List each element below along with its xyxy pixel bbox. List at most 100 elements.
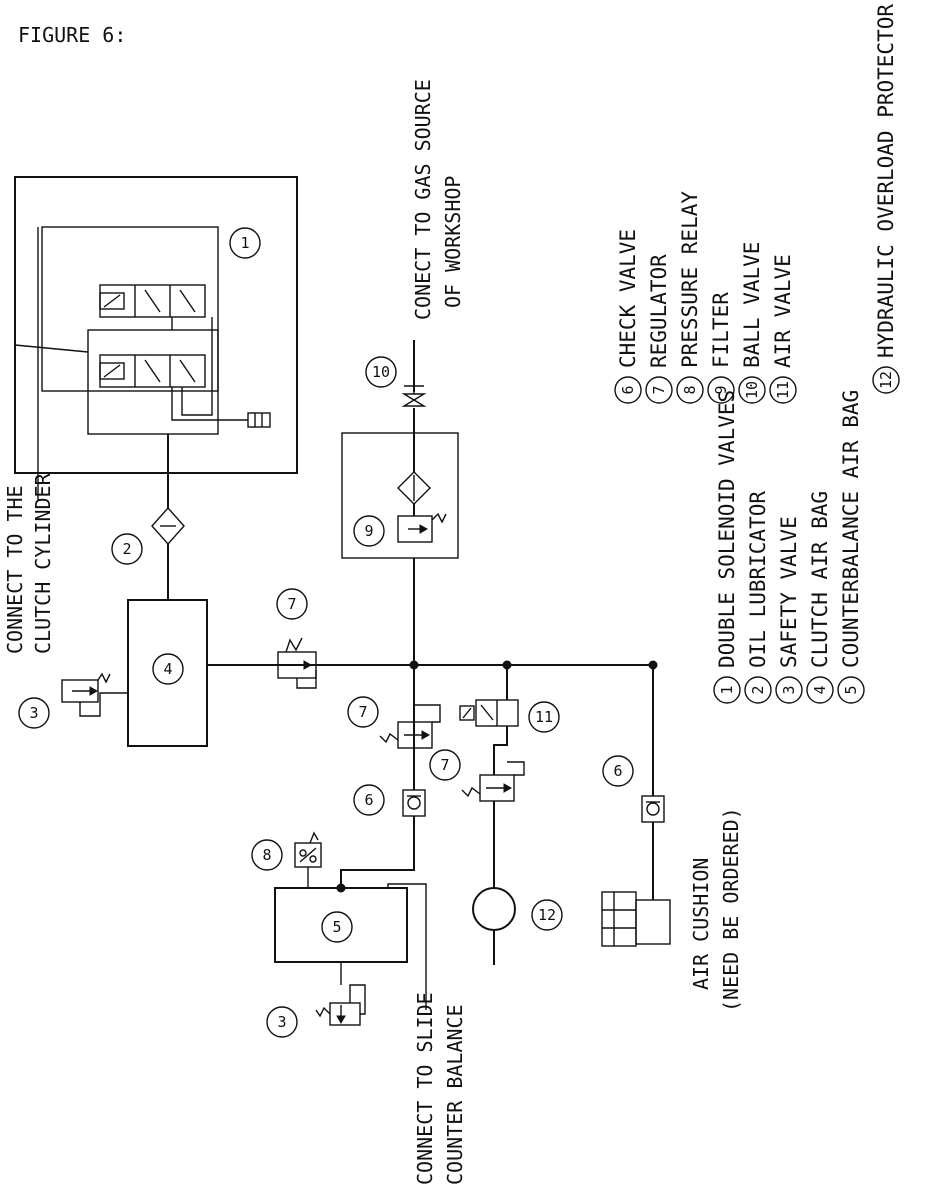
- callout-circle: [251, 839, 283, 871]
- air-cushion-icon: [601, 891, 671, 947]
- legend-number-circle: [676, 376, 704, 404]
- legend-number: 7: [650, 385, 668, 394]
- legend-number-circle: [872, 366, 900, 394]
- legend-text: FILTER: [709, 292, 733, 368]
- safety-valve-upper-icon: [61, 672, 128, 717]
- legend-number-circle: [744, 676, 772, 704]
- callout-circle: [266, 1006, 298, 1038]
- legend-number-circle: [645, 376, 673, 404]
- callout-circle: [429, 749, 461, 781]
- legend-number: 1: [718, 685, 736, 694]
- callout-7-pump: 7: [440, 756, 449, 774]
- callout-circle: [276, 588, 308, 620]
- legend-number: 9: [712, 385, 730, 394]
- legend-text: CLUTCH AIR BAG: [808, 491, 832, 668]
- legend-text: CHECK VALVE: [616, 229, 640, 368]
- callout-circle: [111, 533, 143, 565]
- legend-number: 11: [774, 381, 792, 399]
- gas-note-line2: OF WORKSHOP: [441, 176, 465, 308]
- callout-circle: [353, 515, 385, 547]
- double-solenoid-valve-enclosure: [14, 176, 298, 474]
- air-valve-icon: [459, 699, 519, 727]
- callout-2: 2: [122, 540, 131, 558]
- legend-number: 4: [811, 685, 829, 694]
- slide-leader-line: [387, 883, 427, 1010]
- slide-note-line1: CONNECT TO SLIDE: [413, 992, 437, 1185]
- callout-11: 11: [535, 708, 553, 726]
- callout-circle: [321, 911, 353, 943]
- check-valve-6a-icon: [402, 789, 426, 817]
- legend-number: 8: [681, 385, 699, 394]
- callout-circle: [528, 701, 560, 733]
- callout-circle: [152, 653, 184, 685]
- check-valve-6b-icon: [641, 795, 665, 823]
- callout-6-right: 6: [613, 762, 622, 780]
- pressure-relay-9-icon: [397, 512, 447, 543]
- legend: 1 DOUBLE SOLENOID VALVES 2 OIL LUBRICATOR 3 S…: [614, 0, 900, 704]
- callout-7-branch: 7: [358, 703, 367, 721]
- clutch-note-line2: CLUTCH CYLINDER: [31, 472, 55, 654]
- oil-lubricator-icon: [151, 506, 185, 546]
- callout-circle: [347, 696, 379, 728]
- legend-number: 3: [780, 685, 798, 694]
- regulator-header-icon: [277, 637, 317, 689]
- callout-1: 1: [240, 234, 249, 252]
- pipe: [493, 726, 508, 775]
- solenoid-valve-upper: [99, 284, 206, 318]
- pipe: [340, 816, 415, 888]
- legend-number: 6: [619, 385, 637, 394]
- legend-text: HYDRAULIC OVERLOAD PROTECTOR PUMP: [874, 0, 898, 358]
- callout-6-left: 6: [364, 791, 373, 809]
- callout-7-header: 7: [287, 595, 296, 613]
- callout-circle: [365, 356, 397, 388]
- legend-number-circle: [738, 376, 766, 404]
- legend-number-circle: [806, 676, 834, 704]
- figure-title: FIGURE 6:: [18, 23, 126, 47]
- gas-note-line1: CONECT TO GAS SOURCE: [411, 79, 435, 320]
- pressure-relay-8-icon: [294, 831, 322, 888]
- legend-text: OIL LUBRICATOR: [746, 491, 770, 668]
- callout-circle: [18, 697, 50, 729]
- filter-icon: [397, 471, 431, 505]
- legend-text: BALL VALVE: [740, 242, 764, 368]
- filter-enclosure: [341, 432, 459, 559]
- legend-text: AIR VALVE: [771, 254, 795, 368]
- legend-number: 5: [842, 685, 860, 694]
- callout-4: 4: [163, 660, 172, 678]
- callout-3-upper: 3: [29, 704, 38, 722]
- callout-circle: [602, 755, 634, 787]
- hydraulic-pump-icon: [472, 887, 516, 931]
- regulator-pump-icon: [461, 761, 525, 802]
- cushion-note-line1: AIR CUSHION: [689, 858, 713, 990]
- legend-number: 2: [749, 685, 767, 694]
- callout-8: 8: [262, 846, 271, 864]
- callout-10: 10: [372, 363, 390, 381]
- clutch-air-bag: [127, 599, 208, 747]
- solenoid-valve-lower: [99, 354, 206, 388]
- legend-text: DOUBLE SOLENOID VALVES: [715, 390, 739, 668]
- legend-number: 12: [877, 371, 895, 389]
- legend-text: PRESSURE RELAY: [678, 191, 702, 368]
- cushion-note-line2: (NEED BE ORDERED): [719, 807, 743, 1012]
- legend-number-circle: [769, 376, 797, 404]
- callout-circle: [229, 227, 261, 259]
- legend-text: SAFETY VALVE: [777, 516, 801, 668]
- clutch-note-line1: CONNECT TO THE: [3, 485, 27, 654]
- callout-3-lower: 3: [277, 1013, 286, 1031]
- slide-note-line2: COUNTER BALANCE: [443, 1004, 467, 1185]
- legend-text: COUNTERBALANCE AIR BAG: [839, 390, 863, 668]
- legend-number-circle: [614, 376, 642, 404]
- safety-valve-lower-icon: [315, 984, 366, 1026]
- legend-number-circle: [837, 676, 865, 704]
- callout-circle: [353, 784, 385, 816]
- callout-circle: [531, 899, 563, 931]
- callout-5: 5: [332, 918, 341, 936]
- legend-text: REGULATOR: [647, 254, 671, 368]
- callout-12: 12: [538, 906, 556, 924]
- legend-number-circle: [775, 676, 803, 704]
- legend-number-circle: [707, 376, 735, 404]
- regulator-branch-icon: [379, 704, 441, 749]
- legend-number: 10: [743, 381, 761, 399]
- legend-number-circle: [713, 676, 741, 704]
